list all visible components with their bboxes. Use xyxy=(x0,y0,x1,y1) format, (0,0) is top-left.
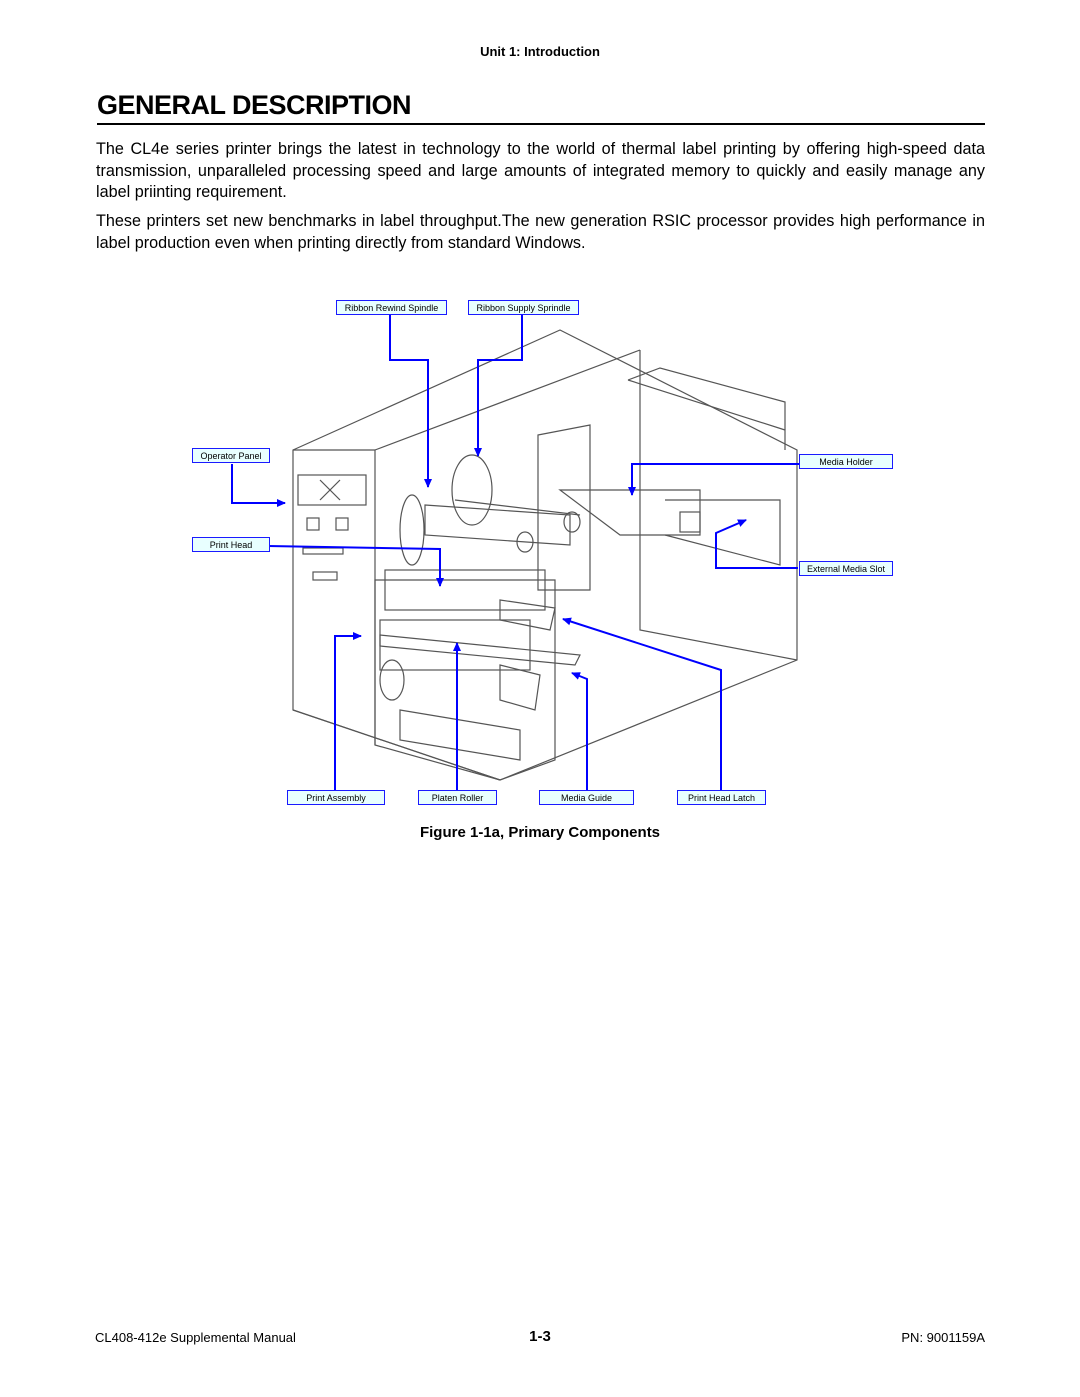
footer-manual-title: CL408-412e Supplemental Manual xyxy=(95,1330,296,1345)
primary-components-figure: Ribbon Rewind Spindle Ribbon Supply Spri… xyxy=(0,290,1080,820)
footer-part-number: PN: 9001159A xyxy=(901,1330,985,1345)
page-header: Unit 1: Introduction xyxy=(480,44,600,59)
callout-ribbon-supply-spindle: Ribbon Supply Sprindle xyxy=(468,300,579,315)
paragraph-benchmarks: These printers set new benchmarks in lab… xyxy=(96,212,985,252)
callout-media-holder: Media Holder xyxy=(799,454,893,469)
callout-operator-panel: Operator Panel xyxy=(192,448,270,463)
page-title: GENERAL DESCRIPTION xyxy=(97,90,985,125)
paragraph-intro: The CL4e series printer brings the lates… xyxy=(96,140,985,201)
callout-external-media-slot: External Media Slot xyxy=(799,561,893,576)
footer-page-number: 1-3 xyxy=(529,1328,551,1345)
callout-print-head-latch: Print Head Latch xyxy=(677,790,766,805)
printer-drawing xyxy=(231,315,846,790)
callout-platen-roller: Platen Roller xyxy=(418,790,497,805)
callout-print-assembly: Print Assembly xyxy=(287,790,385,805)
figure-caption: Figure 1-1a, Primary Components xyxy=(419,824,661,841)
callout-print-head: Print Head xyxy=(192,537,270,552)
callout-ribbon-rewind-spindle: Ribbon Rewind Spindle xyxy=(336,300,447,315)
callout-media-guide: Media Guide xyxy=(539,790,634,805)
